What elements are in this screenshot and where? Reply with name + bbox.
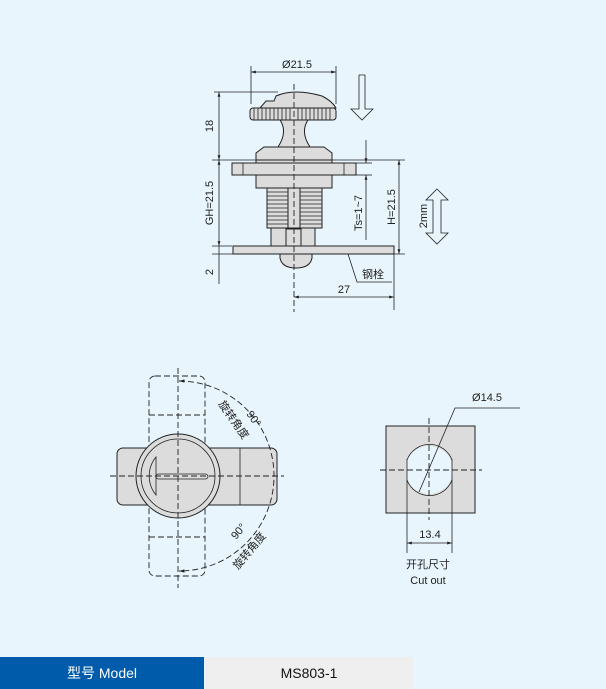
technical-drawing: Ø21.5 18 GH=21.5 2 Ts=1~7 H=21.5 2mm 钢栓 … (110, 59, 520, 588)
model-value: MS803-1 (205, 657, 413, 689)
cutout-drawing: Ø14.5 13.4 开孔尺寸 Cut out (380, 392, 520, 587)
height-top-label: 18 (204, 120, 216, 132)
push-arrow-icon (350, 74, 374, 121)
pin-label: 钢栓 (362, 267, 384, 281)
travel-label: 2mm (418, 204, 430, 228)
diameter-label: Ø21.5 (282, 59, 312, 71)
front-view-drawing: 90° 旋转角度 90° 旋转角度 (110, 368, 284, 588)
side-view-drawing: Ø21.5 18 GH=21.5 2 Ts=1~7 H=21.5 2mm 钢栓 … (204, 59, 449, 312)
cutout-title-en: Cut out (410, 575, 445, 587)
h-label: H=21.5 (386, 189, 398, 225)
cutout-width-label: 13.4 (419, 529, 440, 541)
model-table: 型号 Model MS803-1 (0, 657, 413, 689)
cutout-title-cn: 开孔尺寸 (406, 557, 450, 571)
model-label: 型号 Model (0, 657, 204, 689)
ts-label: Ts=1~7 (353, 195, 365, 231)
reach-label: 27 (338, 284, 350, 296)
angle-bottom-label: 90° (229, 521, 249, 541)
bottom-thickness-label: 2 (204, 269, 216, 275)
angle-top-label: 90° (244, 409, 263, 430)
cutout-diameter-label: Ø14.5 (472, 392, 502, 404)
travel-arrow-icon (425, 188, 449, 245)
gh-label: GH=21.5 (204, 181, 216, 225)
